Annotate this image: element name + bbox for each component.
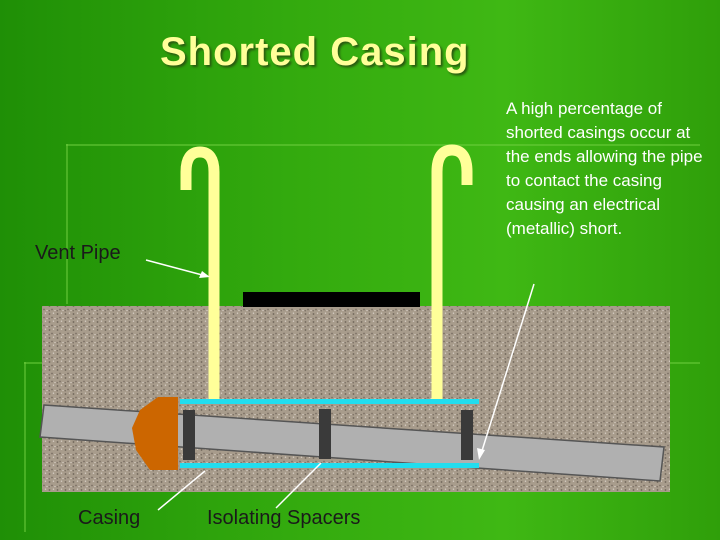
spacers-arrow [275,462,322,509]
vent-pipe-label: Vent Pipe [35,242,121,264]
vent-pipe-left [180,146,220,400]
isolating-spacers-label: Isolating Spacers [207,507,361,529]
casing-top-wall [180,399,479,404]
casing-label: Casing [78,507,141,529]
spacer-middle [319,409,331,459]
vent-pipe-right [431,144,473,400]
vent-pipe-arrowhead [199,271,210,278]
short-arrowhead [477,448,485,460]
casing-arrow [157,470,206,511]
casing-bottom-wall [180,463,479,468]
frame-line-left-lower [24,362,26,532]
carrier-pipe [39,404,665,482]
spacer-right [461,410,473,460]
road-surface [243,292,420,307]
frame-line-upper [66,144,700,146]
short-arrow [480,283,535,455]
explanation-note: A high percentage of shorted casings occ… [506,99,703,238]
vent-pipe-arrow [145,259,207,277]
spacer-left [183,410,195,460]
casing-end-seal [132,397,178,470]
frame-line-left-upper [66,144,68,304]
slide-title: Shorted Casing [160,30,470,74]
